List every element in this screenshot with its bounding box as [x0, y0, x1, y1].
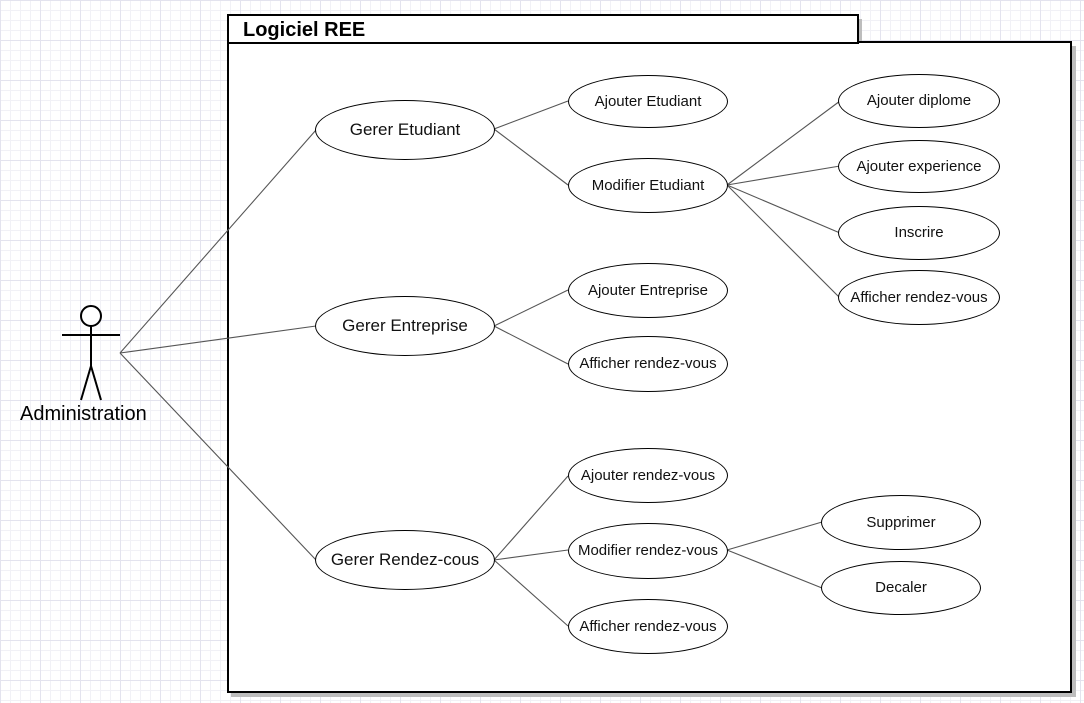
- usecase-decaler[interactable]: Decaler: [821, 561, 981, 615]
- usecase-gerer-rendez-cous[interactable]: Gerer Rendez-cous: [315, 530, 495, 590]
- usecase-modifier-rendez-vous[interactable]: Modifier rendez-vous: [568, 523, 728, 579]
- actor-right-leg: [90, 365, 102, 401]
- usecase-afficher-rendez-vous-entreprise[interactable]: Afficher rendez-vous: [568, 336, 728, 392]
- usecase-gerer-entreprise[interactable]: Gerer Entreprise: [315, 296, 495, 356]
- usecase-ajouter-rendez-vous[interactable]: Ajouter rendez-vous: [568, 448, 728, 503]
- system-title: Logiciel REE: [243, 19, 366, 41]
- usecase-afficher-rendez-vous[interactable]: Afficher rendez-vous: [568, 599, 728, 654]
- actor-left-leg: [80, 365, 92, 401]
- usecase-inscrire[interactable]: Inscrire: [838, 206, 1000, 260]
- system-title-tab[interactable]: Logiciel REE: [227, 14, 859, 44]
- usecase-modifier-etudiant[interactable]: Modifier Etudiant: [568, 158, 728, 213]
- usecase-ajouter-etudiant[interactable]: Ajouter Etudiant: [568, 75, 728, 128]
- actor-head: [80, 305, 102, 327]
- actor-label: Administration: [20, 403, 147, 425]
- usecase-gerer-etudiant[interactable]: Gerer Etudiant: [315, 100, 495, 160]
- usecase-ajouter-diplome[interactable]: Ajouter diplome: [838, 74, 1000, 128]
- usecase-ajouter-entreprise[interactable]: Ajouter Entreprise: [568, 263, 728, 318]
- usecase-ajouter-experience[interactable]: Ajouter experience: [838, 140, 1000, 193]
- usecase-supprimer[interactable]: Supprimer: [821, 495, 981, 550]
- usecase-afficher-rendez-vous-etudiant[interactable]: Afficher rendez-vous: [838, 270, 1000, 325]
